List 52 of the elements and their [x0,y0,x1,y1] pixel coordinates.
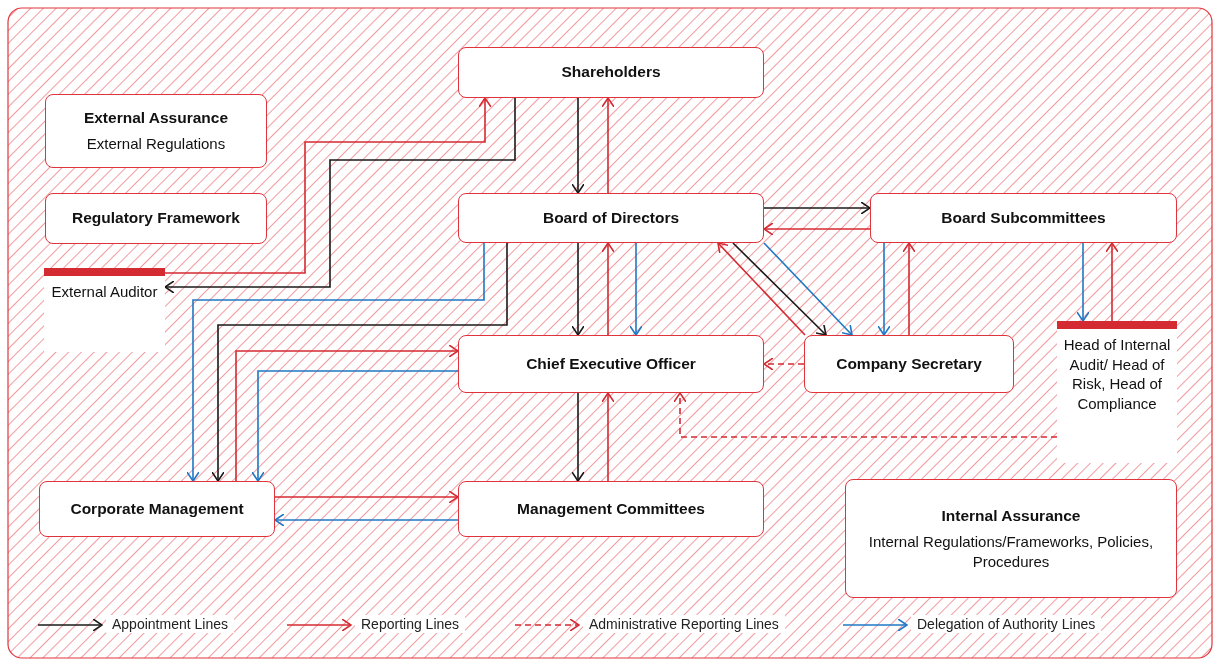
box-title: Corporate Management [70,498,244,519]
box-title: Board of Directors [542,207,680,228]
box-title: Board Subcommittees [941,207,1106,228]
arrow [274,490,459,504]
process-box [45,94,267,168]
arrow [1105,242,1119,322]
box-title: External Assurance [83,108,229,129]
arrow [251,370,459,482]
arrow [902,242,916,336]
arrow [164,97,516,294]
arrow [571,97,585,194]
box-title: Shareholders [561,62,661,83]
arrow [877,242,891,336]
arrow [732,242,827,336]
box-title: Internal Assurance [941,505,1081,526]
process-box [458,335,764,393]
process-box [804,335,1014,393]
arrow [629,242,643,336]
legend-label: Appointment Lines [106,615,234,633]
role-panel [44,268,165,352]
box-text: Head of Internal Audit/ Head of Risk, Head of Compliance [1062,335,1172,413]
box-title: Chief Executive Officer [526,353,696,374]
arrow [763,222,871,236]
process-box [458,193,764,243]
process-box [845,479,1177,598]
arrow [1076,242,1090,322]
box-text: External Regulations [86,134,226,154]
box-title: Management Committees [517,498,705,519]
arrow [274,513,459,527]
process-box [870,193,1177,243]
box-title: Company Secretary [836,353,982,374]
arrow [763,242,853,336]
arrow [601,392,615,482]
legend-label: Delegation of Authority Lines [911,615,1102,633]
process-box [458,47,764,98]
process-box [45,193,267,244]
box-text: External Auditor [51,282,158,302]
process-box [39,481,275,537]
arrow [601,97,615,194]
legend-label: Administrative Reporting Lines [583,615,785,633]
arrow [571,242,585,336]
arrow [571,392,585,482]
arrow [164,97,492,274]
arrow [235,344,459,482]
arrow [763,357,805,371]
process-box [458,481,764,537]
arrow [717,242,806,336]
legend-label: Reporting Lines [355,615,466,633]
arrow [763,201,871,215]
arrow [673,392,1058,438]
box-text: Internal Regulations/Frameworks, Policies, Procedures [867,532,1155,572]
box-title: Regulatory Framework [72,208,240,229]
